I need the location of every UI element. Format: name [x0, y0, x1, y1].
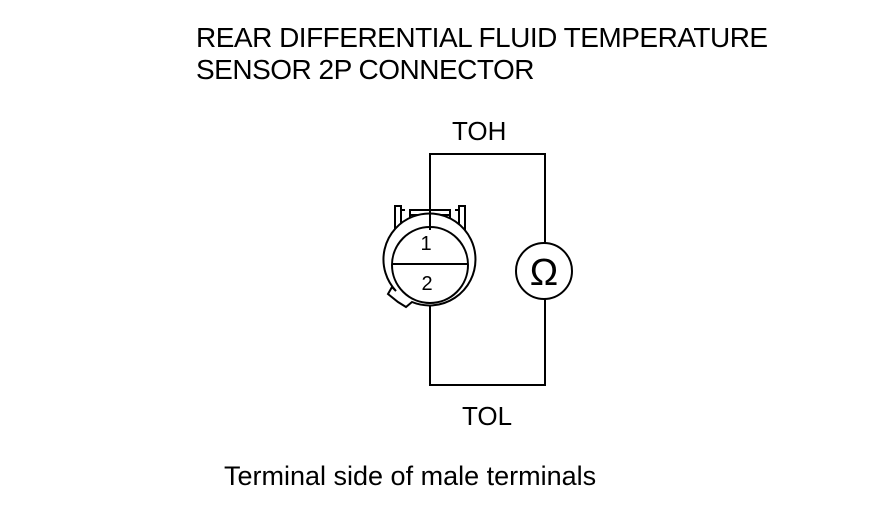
terminal-2-label: 2	[421, 273, 432, 295]
terminal-1-label: 1	[420, 233, 431, 255]
diagram-title: REAR DIFFERENTIAL FLUID TEMPERATURE SENS…	[196, 22, 768, 86]
ohm-symbol: Ω	[530, 252, 558, 294]
wire-label-toh: TOH	[452, 116, 507, 146]
title-line-2: SENSOR 2P CONNECTOR	[196, 54, 534, 85]
ohmmeter-icon: Ω	[515, 242, 573, 300]
connector-2p-icon	[382, 205, 477, 309]
wire-toh	[429, 153, 546, 243]
title-line-1: REAR DIFFERENTIAL FLUID TEMPERATURE	[196, 22, 768, 53]
wiring	[429, 153, 546, 386]
wire-tol	[429, 299, 546, 386]
diagram-caption: Terminal side of male terminals	[224, 461, 597, 491]
wire-label-tol: TOL	[462, 401, 513, 431]
